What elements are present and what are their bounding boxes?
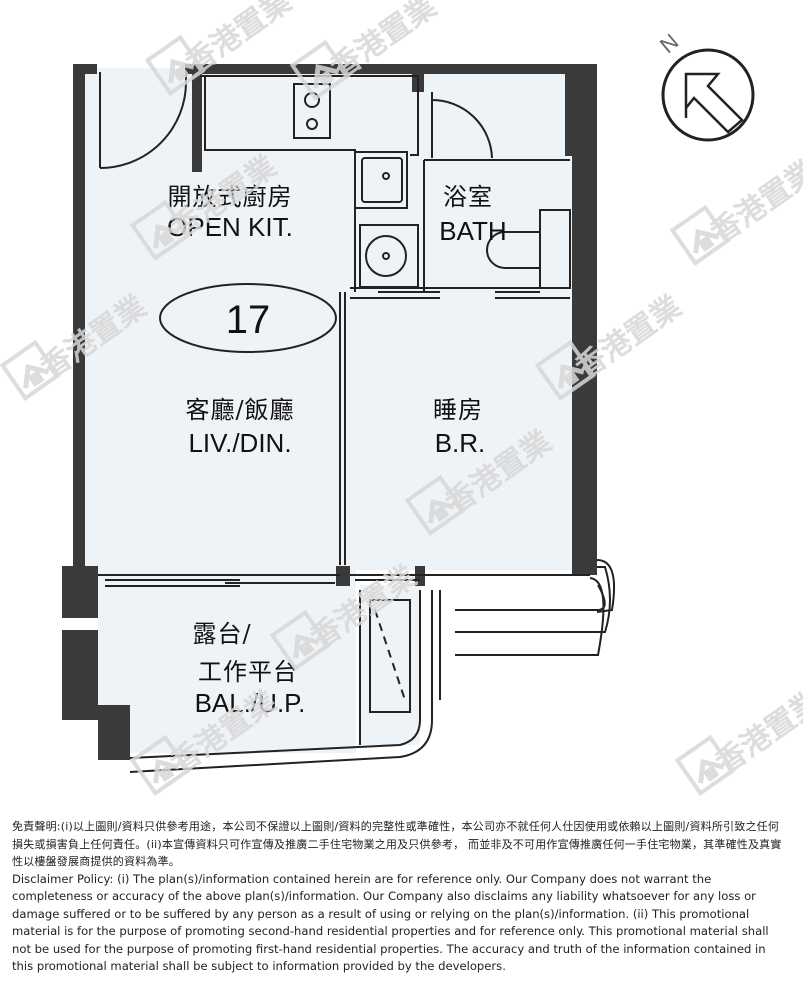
balcony-label-cn-2: 工作平台 [198, 658, 298, 686]
disclaimer: 免責聲明:(i)以上圖則/資料只供參考用途，本公司不保證以上圖則/資料的完整性或… [12, 818, 787, 976]
disclaimer-en: Disclaimer Policy: (i) The plan(s)/infor… [12, 871, 769, 974]
bath-label-cn: 浴室 [443, 183, 493, 211]
balcony-label-cn-1: 露台/ [192, 620, 251, 648]
bedroom-label-en: B.R. [435, 428, 486, 458]
bath-fixtures [359, 92, 571, 293]
bedroom-label-cn: 睡房 [433, 396, 483, 424]
floor-plan: 17 開放式廚房 OPEN KIT. 浴室 BATH 客廳/飯廳 LIV./DI… [0, 0, 803, 800]
disclaimer-cn: 免責聲明:(i)以上圖則/資料只供參考用途，本公司不保證以上圖則/資料的完整性或… [12, 820, 782, 868]
room-labels: 開放式廚房 OPEN KIT. 浴室 BATH 客廳/飯廳 LIV./DIN. … [167, 183, 507, 718]
bath-label-en: BATH [439, 216, 506, 246]
living-dining-label-en: LIV./DIN. [188, 428, 291, 458]
balcony-label-en: BAL./U.P. [195, 688, 306, 718]
north-arrow: N [655, 29, 755, 142]
interior-walls [98, 159, 590, 576]
svg-text:香港置業: 香港置業 [705, 154, 803, 251]
exterior-walls [62, 64, 597, 760]
living-dining-label-cn: 客廳/飯廳 [185, 396, 294, 424]
open-kitchen-label-cn: 開放式廚房 [168, 183, 293, 211]
svg-text:香港置業: 香港置業 [710, 684, 803, 781]
unit-number-badge: 17 [159, 283, 337, 353]
balcony-doors [105, 579, 441, 773]
unit-number: 17 [226, 298, 271, 342]
exterior-ledge [455, 559, 616, 656]
kitchen-counter [200, 75, 419, 215]
north-label: N [655, 29, 683, 58]
